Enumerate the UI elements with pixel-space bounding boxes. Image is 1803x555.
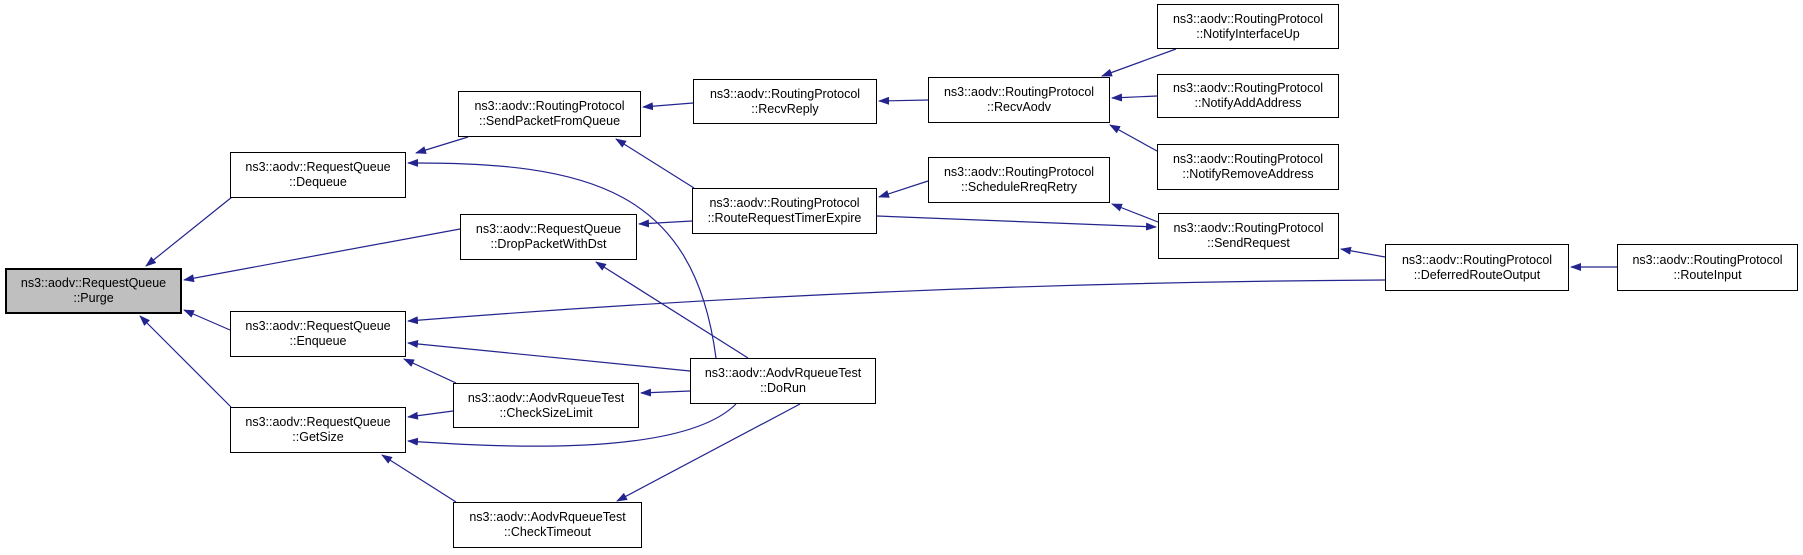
call-edge-enqueue-to-purge bbox=[183, 309, 231, 331]
call-edge-recv-reply-to-send-packet-from-queue bbox=[642, 102, 694, 111]
call-edge-getsize-to-purge bbox=[139, 315, 232, 408]
node-label-line1: ns3::aodv::AodvRqueueTest bbox=[704, 366, 862, 380]
call-edge-drop-packet-with-dst-to-purge bbox=[183, 228, 461, 283]
node-label-line1: ns3::aodv::RoutingProtocol bbox=[1172, 152, 1324, 166]
node-label-line2: ::DoRun bbox=[760, 381, 806, 395]
call-edge-notify-remove-address-to-recv-aodv bbox=[1109, 124, 1158, 152]
call-edge-notify-add-address-to-recv-aodv bbox=[1111, 93, 1158, 102]
node-label-line2: ::NotifyAddAddress bbox=[1194, 96, 1302, 110]
node-label-line1: ns3::aodv::RoutingProtocol bbox=[1173, 221, 1324, 235]
node-label-line1: ns3::aodv::RoutingProtocol bbox=[1632, 252, 1783, 267]
call-edge-send-request-to-schedule-rreq-retry bbox=[1111, 203, 1159, 223]
call-edge-route-request-timer-expire-to-send-request bbox=[876, 215, 1157, 231]
graph-node-deferred-route-output[interactable]: ns3::aodv::RoutingProtocol::DeferredRout… bbox=[1385, 244, 1569, 291]
graph-node-route-input[interactable]: ns3::aodv::RoutingProtocol::RouteInput bbox=[1617, 244, 1798, 291]
call-edge-send-packet-from-queue-to-dequeue bbox=[415, 136, 469, 154]
node-label-line1: ns3::aodv::AodvRqueueTest bbox=[467, 390, 625, 405]
node-label-line2: ::RouteRequestTimerExpire bbox=[707, 211, 862, 225]
node-label-line2: ::GetSize bbox=[292, 430, 344, 444]
call-edge-route-request-timer-expire-to-drop-packet-with-dst bbox=[638, 219, 693, 228]
call-edge-route-request-timer-expire-to-send-packet-from-queue bbox=[615, 138, 695, 189]
graph-node-drop-packet-with-dst[interactable]: ns3::aodv::RequestQueue::DropPacketWithD… bbox=[460, 214, 637, 260]
graph-node-notify-add-address[interactable]: ns3::aodv::RoutingProtocol::NotifyAddAdd… bbox=[1157, 74, 1339, 118]
graph-node-notify-interface-up[interactable]: ns3::aodv::RoutingProtocol::NotifyInterf… bbox=[1157, 4, 1339, 49]
node-label-line2: ::ScheduleRreqRetry bbox=[960, 180, 1078, 194]
call-edge-do-run-to-enqueue bbox=[407, 340, 691, 372]
call-edge-recv-aodv-to-recv-reply bbox=[878, 96, 929, 105]
node-label-line1: ns3::aodv::RequestQueue bbox=[245, 160, 391, 174]
node-label-line1: ns3::aodv::RequestQueue bbox=[20, 276, 167, 290]
graph-node-do-run[interactable]: ns3::aodv::AodvRqueueTest::DoRun bbox=[690, 358, 876, 404]
graph-node-enqueue[interactable]: ns3::aodv::RequestQueue::Enqueue bbox=[230, 311, 406, 357]
node-label-line2: ::Enqueue bbox=[289, 334, 347, 348]
node-label-line1: ns3::aodv::RequestQueue bbox=[245, 415, 391, 429]
node-label-line2: ::DeferredRouteOutput bbox=[1413, 267, 1541, 282]
node-label-line2: ::NotifyRemoveAddress bbox=[1182, 167, 1314, 181]
node-label-line2: ::RouteInput bbox=[1673, 267, 1742, 282]
call-edge-do-run-to-check-size-limit bbox=[640, 388, 691, 397]
node-label-line1: ns3::aodv::RoutingProtocol bbox=[709, 86, 861, 101]
graph-node-purge: ns3::aodv::RequestQueue::Purge bbox=[5, 268, 182, 314]
call-edge-dequeue-to-purge bbox=[145, 196, 233, 267]
call-edge-deferred-route-output-to-enqueue bbox=[407, 279, 1386, 325]
call-edge-do-run-to-drop-packet-with-dst bbox=[595, 261, 749, 359]
node-label-line2: ::Dequeue bbox=[289, 175, 347, 189]
node-label-line1: ns3::aodv::RoutingProtocol bbox=[943, 165, 1095, 179]
call-edge-notify-interface-up-to-recv-aodv bbox=[1101, 48, 1177, 77]
call-edge-check-size-limit-to-enqueue bbox=[403, 358, 457, 384]
node-label-line2: ::SendRequest bbox=[1207, 236, 1290, 250]
graph-node-send-packet-from-queue[interactable]: ns3::aodv::RoutingProtocol::SendPacketFr… bbox=[458, 91, 641, 137]
call-edge-do-run-to-dequeue bbox=[407, 158, 717, 359]
graph-node-recv-reply[interactable]: ns3::aodv::RoutingProtocol::RecvReply bbox=[693, 79, 877, 124]
graph-node-route-request-timer-expire[interactable]: ns3::aodv::RoutingProtocol::RouteRequest… bbox=[692, 188, 877, 234]
graph-node-schedule-rreq-retry[interactable]: ns3::aodv::RoutingProtocol::ScheduleRreq… bbox=[928, 157, 1110, 203]
node-label-line2: ::RecvReply bbox=[751, 101, 819, 116]
node-label-line1: ns3::aodv::RoutingProtocol bbox=[1172, 81, 1324, 95]
node-label-line2: ::NotifyInterfaceUp bbox=[1196, 26, 1300, 41]
node-label-line1: ns3::aodv::RoutingProtocol bbox=[1172, 11, 1324, 26]
node-label-line2: ::DropPacketWithDst bbox=[490, 237, 607, 251]
call-edge-deferred-route-output-to-send-request bbox=[1340, 246, 1386, 258]
call-edge-check-timeout-to-getsize bbox=[381, 454, 457, 503]
call-edge-do-run-to-check-timeout bbox=[616, 403, 801, 502]
call-edge-schedule-rreq-retry-to-route-request-timer-expire bbox=[878, 180, 929, 198]
graph-node-notify-remove-address[interactable]: ns3::aodv::RoutingProtocol::NotifyRemove… bbox=[1157, 144, 1339, 190]
node-label-line1: ns3::aodv::RoutingProtocol bbox=[709, 196, 860, 210]
node-label-line1: ns3::aodv::AodvRqueueTest bbox=[469, 510, 626, 524]
node-label-line2: ::RecvAodv bbox=[987, 100, 1051, 114]
call-edge-check-size-limit-to-getsize bbox=[407, 410, 454, 420]
node-label-line2: ::Purge bbox=[73, 291, 114, 305]
node-label-line1: ns3::aodv::RoutingProtocol bbox=[474, 99, 625, 113]
graph-node-dequeue[interactable]: ns3::aodv::RequestQueue::Dequeue bbox=[230, 152, 406, 198]
node-label-line1: ns3::aodv::RoutingProtocol bbox=[1401, 252, 1553, 267]
node-label-line2: ::SendPacketFromQueue bbox=[478, 114, 621, 128]
graph-node-recv-aodv[interactable]: ns3::aodv::RoutingProtocol::RecvAodv bbox=[928, 77, 1110, 123]
graph-node-check-size-limit[interactable]: ns3::aodv::AodvRqueueTest::CheckSizeLimi… bbox=[453, 383, 639, 428]
node-label-line1: ns3::aodv::RequestQueue bbox=[475, 222, 622, 236]
node-label-line2: ::CheckSizeLimit bbox=[499, 405, 593, 420]
node-label-line1: ns3::aodv::RoutingProtocol bbox=[943, 85, 1095, 99]
graph-node-send-request[interactable]: ns3::aodv::RoutingProtocol::SendRequest bbox=[1158, 213, 1339, 259]
node-label-line2: ::CheckTimeout bbox=[503, 525, 592, 539]
graph-node-check-timeout[interactable]: ns3::aodv::AodvRqueueTest::CheckTimeout bbox=[453, 502, 642, 548]
node-label-line1: ns3::aodv::RequestQueue bbox=[245, 319, 391, 333]
call-edge-do-run-to-getsize bbox=[407, 403, 737, 447]
graph-node-getsize[interactable]: ns3::aodv::RequestQueue::GetSize bbox=[230, 407, 406, 453]
